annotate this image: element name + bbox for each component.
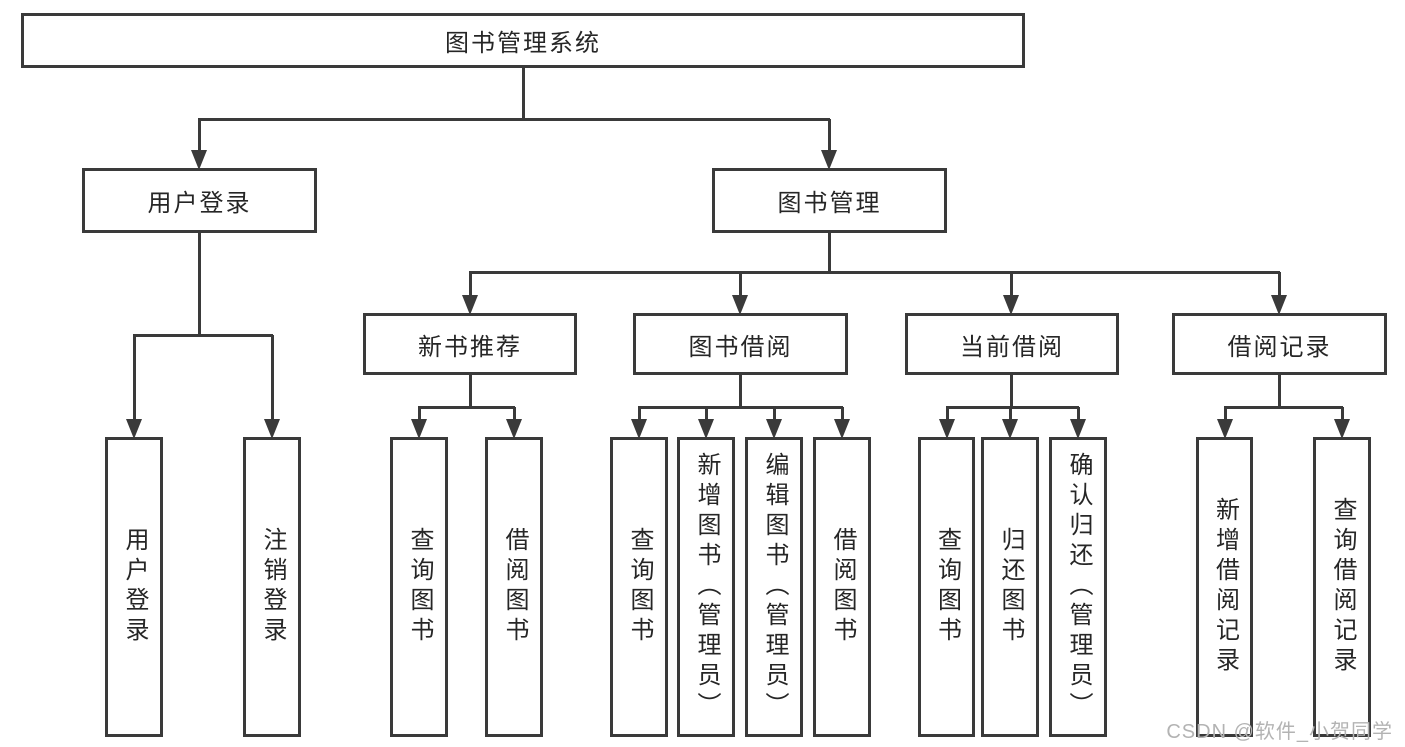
node-book-borrowing: 图书借阅 (633, 313, 848, 375)
arrow-down-icon (462, 295, 478, 315)
connector-arrow-stem (513, 407, 516, 421)
arrow-down-icon (766, 419, 782, 439)
connector-line (828, 231, 831, 274)
leaf-borrowing-query-books: 查询图书 (610, 437, 668, 737)
connector-arrow-stem (1278, 272, 1281, 297)
leaf-logout: 注销登录 (243, 437, 301, 737)
connector-line (1224, 406, 1343, 409)
node-user-login: 用户登录 (82, 168, 317, 233)
connector-arrow-stem (1341, 407, 1344, 421)
node-borrowing-records: 借阅记录 (1172, 313, 1387, 375)
node-book-management: 图书管理 (712, 168, 947, 233)
connector-arrow-stem (469, 272, 472, 297)
arrow-down-icon (1070, 419, 1086, 439)
leaf-current-query-books: 查询图书 (918, 437, 975, 737)
connector-arrow-stem (828, 119, 831, 152)
arrow-down-icon (1217, 419, 1233, 439)
connector-arrow-stem (739, 272, 742, 297)
arrow-down-icon (126, 419, 142, 439)
leaf-query-borrow-record: 查询借阅记录 (1313, 437, 1371, 737)
leaf-user-login: 用户登录 (105, 437, 163, 737)
connector-arrow-stem (271, 335, 274, 421)
connector-line (1010, 373, 1013, 409)
connector-line (739, 373, 742, 409)
connector-line (133, 334, 273, 337)
connector-arrow-stem (705, 407, 708, 421)
leaf-borrowing-borrow-books: 借阅图书 (813, 437, 871, 737)
arrow-down-icon (698, 419, 714, 439)
arrow-down-icon (631, 419, 647, 439)
connector-line (946, 406, 1079, 409)
connector-line (1278, 373, 1281, 409)
leaf-confirm-return-admin: 确认归还（管理员） (1049, 437, 1107, 737)
connector-arrow-stem (133, 335, 136, 421)
connector-arrow-stem (198, 119, 201, 152)
connector-line (198, 118, 830, 121)
node-current-borrowing: 当前借阅 (905, 313, 1119, 375)
connector-line (522, 66, 525, 121)
arrow-down-icon (264, 419, 280, 439)
leaf-add-book-admin: 新增图书（管理员） (677, 437, 735, 737)
arrow-down-icon (1271, 295, 1287, 315)
leaf-return-book: 归还图书 (981, 437, 1039, 737)
arrow-down-icon (411, 419, 427, 439)
connector-arrow-stem (946, 407, 949, 421)
connector-arrow-stem (1010, 272, 1013, 297)
node-library-management-system: 图书管理系统 (21, 13, 1025, 68)
connector-line (418, 406, 515, 409)
connector-arrow-stem (1224, 407, 1227, 421)
connector-arrow-stem (1009, 407, 1012, 421)
connector-arrow-stem (1077, 407, 1080, 421)
connector-line (638, 406, 843, 409)
arrow-down-icon (191, 150, 207, 170)
connector-line (198, 231, 201, 337)
connector-arrow-stem (638, 407, 641, 421)
node-new-book-recommendation: 新书推荐 (363, 313, 577, 375)
connector-arrow-stem (418, 407, 421, 421)
connector-arrow-stem (841, 407, 844, 421)
connector-arrow-stem (773, 407, 776, 421)
leaf-add-borrow-record: 新增借阅记录 (1196, 437, 1253, 737)
arrow-down-icon (732, 295, 748, 315)
csdn-watermark: CSDN @软件_小贺同学 (1166, 721, 1393, 743)
connector-line (469, 373, 472, 409)
arrow-down-icon (1002, 419, 1018, 439)
connector-line (469, 271, 1280, 274)
leaf-recommend-borrow-books: 借阅图书 (485, 437, 543, 737)
arrow-down-icon (1003, 295, 1019, 315)
arrow-down-icon (506, 419, 522, 439)
arrow-down-icon (821, 150, 837, 170)
leaf-recommend-query-books: 查询图书 (390, 437, 448, 737)
leaf-edit-book-admin: 编辑图书（管理员） (745, 437, 803, 737)
arrow-down-icon (834, 419, 850, 439)
arrow-down-icon (939, 419, 955, 439)
arrow-down-icon (1334, 419, 1350, 439)
